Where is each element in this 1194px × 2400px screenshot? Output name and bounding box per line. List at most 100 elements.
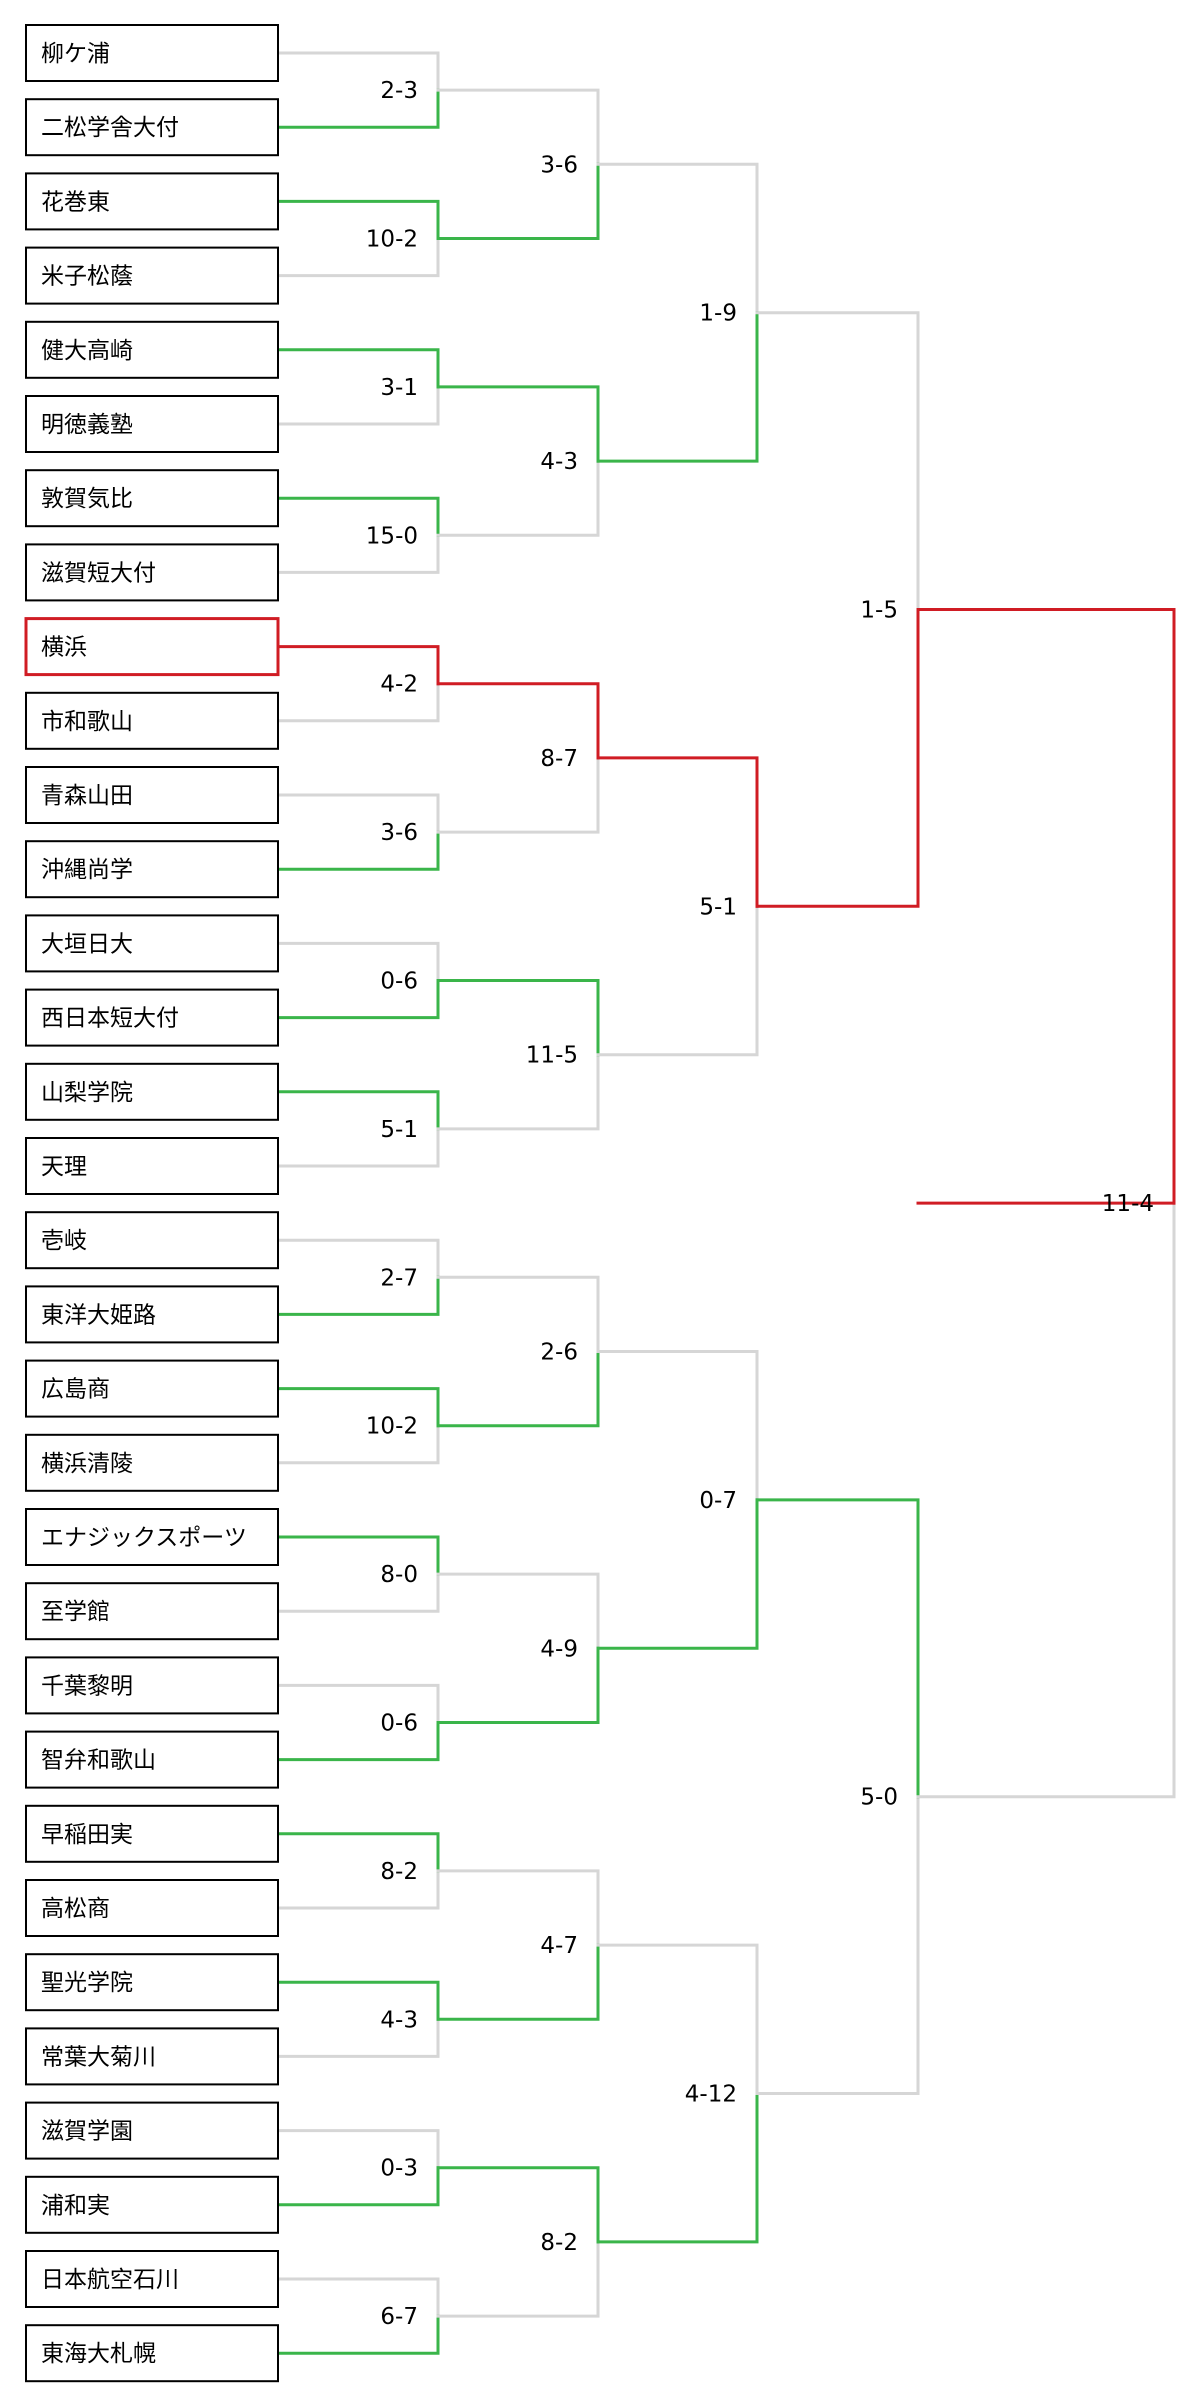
match-score: 1-9 bbox=[699, 301, 737, 327]
winner-bracket-line bbox=[436, 1646, 600, 1724]
winner-bracket-line bbox=[276, 496, 440, 537]
team-name: 滋賀短大付 bbox=[41, 560, 156, 586]
team-name: 柳ケ浦 bbox=[41, 41, 110, 67]
champion-bracket-line bbox=[755, 608, 920, 908]
team-name: 東海大札幌 bbox=[41, 2341, 156, 2367]
team-name: 千葉黎明 bbox=[41, 1673, 133, 1699]
winner-bracket-line bbox=[276, 1535, 440, 1576]
team-name: 明徳義塾 bbox=[41, 412, 133, 438]
loser-bracket-line bbox=[596, 1943, 759, 2095]
winner-bracket-line bbox=[596, 1498, 759, 1650]
match-score: 2-3 bbox=[380, 78, 418, 104]
loser-bracket-line bbox=[596, 904, 759, 1057]
team-entry: 健大高崎 bbox=[25, 320, 279, 379]
team-box bbox=[25, 1508, 279, 1566]
champion-bracket-line bbox=[596, 756, 759, 908]
winner-bracket-line bbox=[596, 311, 759, 463]
team-box bbox=[25, 1062, 279, 1121]
team-box bbox=[25, 1879, 279, 1937]
team-name: 大垣日大 bbox=[41, 931, 133, 957]
loser-bracket-line bbox=[276, 682, 440, 723]
match-score: 5-0 bbox=[860, 1785, 898, 1811]
winner-bracket-line bbox=[436, 2166, 600, 2244]
loser-bracket-line bbox=[755, 1795, 920, 2095]
team-name: 高松商 bbox=[41, 1896, 110, 1922]
team-name: 日本航空石川 bbox=[41, 2267, 179, 2293]
match-score: 11-5 bbox=[526, 1043, 578, 1069]
team-entry: 市和歌山 bbox=[25, 691, 279, 750]
winner-bracket-line bbox=[276, 830, 440, 871]
match-score: 10-2 bbox=[366, 1414, 418, 1440]
loser-bracket-line bbox=[276, 941, 440, 982]
team-box bbox=[25, 2101, 279, 2160]
match-score: 0-6 bbox=[380, 969, 418, 995]
team-entry: 常葉大菊川 bbox=[25, 2027, 279, 2086]
team-entry: 浦和実 bbox=[25, 2175, 279, 2234]
team-name: 横浜清陵 bbox=[41, 1451, 133, 1477]
team-box bbox=[25, 1656, 279, 1715]
loser-bracket-line bbox=[276, 1869, 440, 1910]
loser-bracket-line bbox=[276, 533, 440, 574]
team-entry: 横浜 bbox=[24, 617, 280, 677]
team-entry: 西日本短大付 bbox=[25, 988, 279, 1047]
team-box bbox=[25, 2250, 279, 2308]
match-score: 2-6 bbox=[540, 1340, 578, 1366]
team-box bbox=[25, 1730, 279, 1789]
champion-bracket-line bbox=[916, 608, 1176, 1205]
team-name: 敦賀気比 bbox=[41, 486, 133, 512]
team-name: 智弁和歌山 bbox=[41, 1748, 156, 1774]
loser-bracket-line bbox=[276, 1683, 440, 1724]
loser-bracket-line bbox=[276, 2277, 440, 2318]
match-score: 5-1 bbox=[380, 1117, 418, 1143]
match-score: 3-1 bbox=[380, 375, 418, 401]
team-box bbox=[25, 1953, 279, 2012]
team-entry: 聖光学院 bbox=[25, 1953, 279, 2012]
team-name: 早稲田実 bbox=[41, 1822, 133, 1848]
match-score: 8-7 bbox=[540, 746, 578, 772]
loser-bracket-line bbox=[276, 51, 440, 92]
match-score: 6-7 bbox=[380, 2304, 418, 2330]
loser-bracket-line bbox=[276, 2129, 440, 2170]
winner-bracket-line bbox=[276, 88, 440, 129]
match-score: 8-2 bbox=[540, 2230, 578, 2256]
winner-bracket-line bbox=[276, 1275, 440, 1316]
team-box bbox=[25, 1359, 279, 1418]
loser-bracket-line bbox=[755, 311, 920, 611]
loser-bracket-line bbox=[276, 1424, 440, 1465]
match-score: 0-3 bbox=[380, 2156, 418, 2182]
team-entry: 山梨学院 bbox=[25, 1062, 279, 1121]
loser-bracket-line bbox=[276, 793, 440, 834]
team-name: 山梨学院 bbox=[41, 1080, 133, 1106]
loser-bracket-line bbox=[276, 237, 440, 278]
team-box bbox=[25, 320, 279, 379]
team-box bbox=[25, 543, 279, 602]
team-entry: 米子松蔭 bbox=[25, 246, 279, 305]
team-entry: 東洋大姫路 bbox=[25, 1285, 279, 1344]
team-entry: 青森山田 bbox=[25, 766, 279, 824]
team-entry: 高松商 bbox=[25, 1879, 279, 1937]
winner-bracket-line bbox=[276, 1090, 440, 1131]
winner-bracket-line bbox=[755, 1498, 920, 1799]
team-box bbox=[25, 2175, 279, 2234]
match-score: 11-4 bbox=[1102, 1191, 1154, 1217]
team-name: 青森山田 bbox=[41, 783, 133, 809]
team-entry: 日本航空石川 bbox=[25, 2250, 279, 2308]
team-name: 東洋大姫路 bbox=[41, 1302, 156, 1328]
team-box bbox=[25, 172, 279, 231]
team-entry: 横浜清陵 bbox=[25, 1433, 279, 1492]
team-entry: 千葉黎明 bbox=[25, 1656, 279, 1715]
loser-bracket-line bbox=[276, 1572, 440, 1613]
team-box bbox=[25, 914, 279, 973]
loser-bracket-line bbox=[276, 1238, 440, 1279]
match-score: 4-12 bbox=[685, 2082, 737, 2108]
team-name: 滋賀学園 bbox=[41, 2119, 133, 2145]
loser-bracket-line bbox=[276, 2017, 440, 2058]
match-score: 4-3 bbox=[540, 449, 578, 475]
team-name: 西日本短大付 bbox=[41, 1006, 179, 1032]
team-box bbox=[25, 24, 279, 82]
team-box bbox=[25, 988, 279, 1047]
loser-bracket-line bbox=[436, 1869, 600, 1947]
team-name: 至学館 bbox=[41, 1599, 110, 1625]
team-name: エナジックスポーツ bbox=[41, 1525, 247, 1551]
loser-bracket-line bbox=[436, 1275, 600, 1353]
